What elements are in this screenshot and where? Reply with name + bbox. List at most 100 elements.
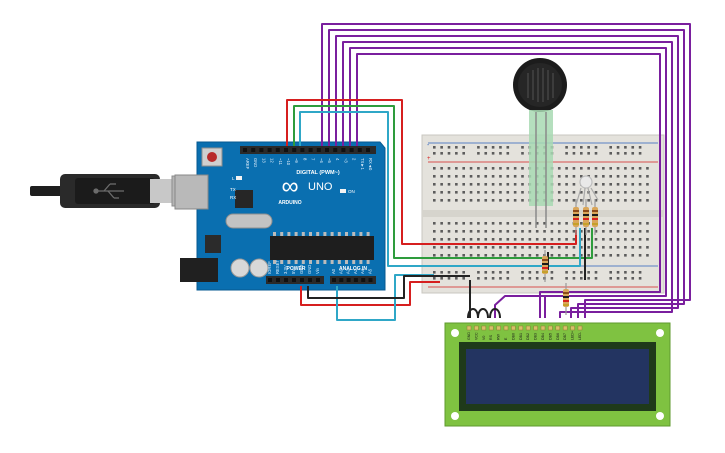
breadboard-holes bbox=[433, 146, 649, 280]
lcd-pin[interactable] bbox=[518, 325, 524, 331]
lcd-pin[interactable] bbox=[577, 325, 583, 331]
analog-pin-hole[interactable] bbox=[353, 278, 358, 282]
lcd-pin[interactable] bbox=[481, 325, 487, 331]
lcd-pin-label: DB4 bbox=[541, 333, 545, 340]
power-pin-hole[interactable] bbox=[300, 278, 304, 282]
digital-pin-label: 4 bbox=[335, 158, 340, 161]
digital-pin-label: ~5 bbox=[327, 158, 332, 163]
power-pin-hole[interactable] bbox=[316, 278, 320, 282]
analog-pin-hole[interactable] bbox=[346, 278, 351, 282]
power-label: POWER bbox=[287, 266, 306, 272]
lcd-pin[interactable] bbox=[511, 325, 516, 331]
power-jack bbox=[180, 258, 218, 282]
lcd-pin[interactable] bbox=[525, 325, 531, 331]
lcd-pin-label: E bbox=[504, 337, 508, 340]
power-pin-hole[interactable] bbox=[292, 278, 296, 282]
lcd-pin-label: RW bbox=[497, 333, 501, 340]
resistor-5 bbox=[563, 283, 569, 315]
digital-pin-hole[interactable] bbox=[300, 148, 305, 152]
lcd-pin[interactable] bbox=[466, 325, 472, 331]
digital-pin-label: ~3 bbox=[343, 158, 348, 163]
digital-pin-hole[interactable] bbox=[325, 148, 329, 152]
digital-pin-hole[interactable] bbox=[341, 148, 346, 152]
digital-pin-hole[interactable] bbox=[357, 148, 362, 152]
lcd-pin[interactable] bbox=[474, 325, 479, 331]
digital-pin-hole[interactable] bbox=[275, 148, 280, 152]
resistors bbox=[542, 199, 598, 315]
digital-pin-hole[interactable] bbox=[251, 148, 256, 152]
digital-pin-hole[interactable] bbox=[243, 148, 247, 152]
digital-pin-label: 2 bbox=[352, 158, 357, 161]
rail-minus-label: - bbox=[427, 142, 430, 149]
digital-pin-hole[interactable] bbox=[308, 148, 313, 152]
analog-header[interactable] bbox=[330, 276, 376, 284]
digital-pin-label: TX►1 bbox=[360, 158, 365, 170]
lcd-pin-label: VCC bbox=[474, 332, 478, 340]
analog-pin-hole[interactable] bbox=[361, 278, 366, 282]
power-pin-hole[interactable] bbox=[308, 278, 312, 282]
lcd-pin[interactable] bbox=[488, 325, 494, 331]
power-pin-hole[interactable] bbox=[284, 278, 288, 282]
analog-pin-label: A4 bbox=[360, 268, 365, 274]
power-pin-label: Vin bbox=[315, 267, 320, 274]
lcd-pin-label: LED- bbox=[578, 331, 582, 340]
arduino-brand-label: ARDUINO bbox=[278, 200, 301, 206]
digital-pin-hole[interactable] bbox=[292, 148, 297, 152]
digital-pin-hole[interactable] bbox=[316, 148, 321, 152]
uno-label: UNO bbox=[308, 181, 333, 193]
lcd-pin[interactable] bbox=[548, 325, 553, 331]
tx-led-label: TX bbox=[230, 187, 236, 192]
lcd-pin-label: V0 bbox=[482, 336, 486, 340]
digital-label: DIGITAL (PWM~) bbox=[296, 170, 340, 176]
lcd-pin-label: LED+ bbox=[571, 331, 575, 340]
resistor-3 bbox=[592, 199, 598, 235]
digital-pin-hole[interactable] bbox=[284, 148, 288, 152]
digital-pin-label: GND bbox=[253, 158, 258, 167]
power-pin-label: GND bbox=[299, 265, 304, 274]
rgb-led bbox=[575, 175, 599, 206]
lcd-pin[interactable] bbox=[496, 325, 501, 331]
usb-icon bbox=[93, 183, 124, 199]
rx-led-label: RX bbox=[230, 195, 236, 200]
on-label: ON bbox=[348, 189, 355, 194]
analog-pin-hole[interactable] bbox=[332, 278, 336, 282]
digital-pin-label: 13 bbox=[261, 158, 266, 163]
lcd-pin[interactable] bbox=[555, 325, 561, 331]
resistor-2 bbox=[583, 199, 589, 235]
analog-label: ANALOG IN bbox=[339, 266, 367, 272]
lcd-pin[interactable] bbox=[570, 325, 575, 331]
bottom-holes bbox=[268, 278, 373, 282]
rail-plus-label: + bbox=[427, 156, 431, 162]
analog-pin-label: A2 bbox=[346, 268, 351, 274]
force-sensor[interactable] bbox=[513, 58, 567, 228]
lcd-pins bbox=[466, 325, 583, 331]
digital-pin-label: AREF bbox=[245, 158, 250, 170]
digital-pin-label: ~11 bbox=[278, 158, 283, 165]
lcd-pin[interactable] bbox=[540, 325, 546, 331]
l-led bbox=[236, 176, 242, 180]
digital-holes bbox=[243, 148, 370, 152]
digital-pin-hole[interactable] bbox=[267, 148, 272, 152]
analog-pin-label: A0 bbox=[331, 268, 336, 274]
digital-pin-hole[interactable] bbox=[333, 148, 338, 152]
digital-pin-hole[interactable] bbox=[349, 148, 354, 152]
digital-header[interactable] bbox=[240, 146, 376, 154]
lcd-pin[interactable] bbox=[562, 325, 568, 331]
analog-pin-hole[interactable] bbox=[339, 278, 344, 282]
lcd-pin-label: DB5 bbox=[548, 333, 552, 340]
digital-pin-hole[interactable] bbox=[259, 148, 264, 152]
digital-pin-label: ~10 bbox=[286, 158, 291, 166]
lcd-pin-label: RS bbox=[489, 334, 493, 340]
lcd-pin[interactable] bbox=[533, 325, 538, 331]
digital-pin-hole[interactable] bbox=[366, 148, 370, 152]
wires bbox=[286, 23, 691, 321]
analog-pin-hole[interactable] bbox=[368, 278, 373, 282]
digital-pin-label: RX◄0 bbox=[368, 158, 373, 171]
chip-pins bbox=[273, 232, 370, 264]
power-pin-hole[interactable] bbox=[276, 278, 280, 282]
lcd-pin[interactable] bbox=[503, 325, 509, 331]
power-pin-hole[interactable] bbox=[268, 278, 272, 282]
